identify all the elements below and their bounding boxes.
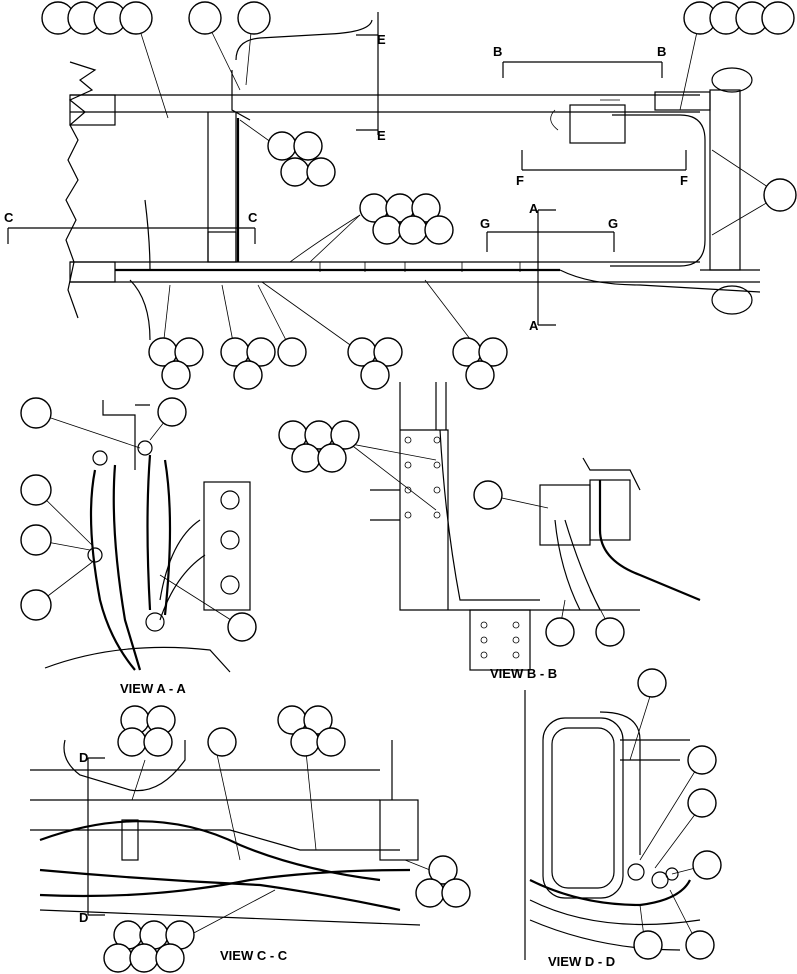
callout-balloon — [637, 668, 667, 698]
callout-balloon — [267, 131, 297, 161]
callout-balloon — [763, 178, 797, 212]
callout-balloon — [277, 337, 307, 367]
callout-balloon — [161, 360, 191, 390]
view-a-a-caption: VIEW A - A — [120, 681, 186, 696]
section-label-a-bottom: A — [529, 318, 539, 333]
callout-balloon — [424, 215, 454, 245]
callout-balloon — [233, 360, 263, 390]
callout-balloon — [280, 157, 310, 187]
callout-balloon — [633, 930, 663, 960]
callout-balloon — [595, 617, 625, 647]
callout-balloon — [411, 193, 441, 223]
callout-balloon — [291, 443, 321, 473]
view-b-b-detail — [329, 382, 701, 671]
callout-balloon — [465, 360, 495, 390]
view-c-c-caption: VIEW C - C — [220, 948, 288, 963]
callout-balloon — [306, 157, 336, 187]
section-label-g-right: G — [608, 216, 618, 231]
callout-balloon — [207, 727, 237, 757]
callout-balloon — [428, 855, 458, 885]
callout-balloon — [473, 480, 503, 510]
view-c-c-detail — [30, 739, 431, 936]
callout-balloon — [20, 397, 52, 429]
callout-balloon — [117, 727, 147, 757]
section-label-e-bottom: E — [377, 128, 386, 143]
callout-balloon — [188, 1, 222, 35]
main-frame-view — [7, 12, 781, 353]
callout-balloon — [317, 443, 347, 473]
view-d-d-caption: VIEW D - D — [548, 954, 615, 969]
callout-balloon — [360, 360, 390, 390]
callout-balloon — [398, 215, 428, 245]
section-label-f-right: F — [680, 173, 688, 188]
callout-balloon — [373, 337, 403, 367]
section-label-b-right: B — [657, 44, 666, 59]
callout-balloon — [761, 1, 795, 35]
callout-balloon — [293, 131, 323, 161]
callout-balloon — [415, 878, 445, 908]
callout-balloon — [103, 943, 133, 973]
callout-balloon — [692, 850, 722, 880]
callout-balloon — [143, 727, 173, 757]
callout-balloon — [290, 727, 320, 757]
callout-balloon — [20, 589, 52, 621]
section-label-b-left: B — [493, 44, 502, 59]
callout-balloon — [441, 878, 471, 908]
section-label-d-top: D — [79, 750, 88, 765]
callout-balloon — [685, 930, 715, 960]
callout-balloons — [20, 1, 797, 973]
callout-balloon — [687, 745, 717, 775]
callout-balloon — [478, 337, 508, 367]
section-label-c-left: C — [4, 210, 14, 225]
section-label-d-bottom: D — [79, 910, 88, 925]
section-label-g-left: G — [480, 216, 490, 231]
callout-balloon — [316, 727, 346, 757]
callout-balloon — [174, 337, 204, 367]
section-label-f-left: F — [516, 173, 524, 188]
callout-balloon — [119, 1, 153, 35]
section-label-a-top: A — [529, 201, 539, 216]
view-b-b-caption: VIEW B - B — [490, 666, 557, 681]
callout-balloon — [545, 617, 575, 647]
callout-balloon — [155, 943, 185, 973]
callout-balloon — [227, 612, 257, 642]
callout-balloon — [246, 337, 276, 367]
view-a-a-detail — [35, 400, 251, 673]
callout-balloon — [237, 1, 271, 35]
section-label-e-top: E — [377, 32, 386, 47]
callout-balloon — [20, 474, 52, 506]
callout-balloon — [687, 788, 717, 818]
callout-balloon — [157, 397, 187, 427]
view-d-d-detail — [524, 689, 708, 960]
callout-balloon — [129, 943, 159, 973]
callout-balloon — [303, 705, 333, 735]
section-label-c-right: C — [248, 210, 258, 225]
callout-balloon — [20, 524, 52, 556]
callout-balloon — [372, 215, 402, 245]
callout-balloon — [330, 420, 360, 450]
